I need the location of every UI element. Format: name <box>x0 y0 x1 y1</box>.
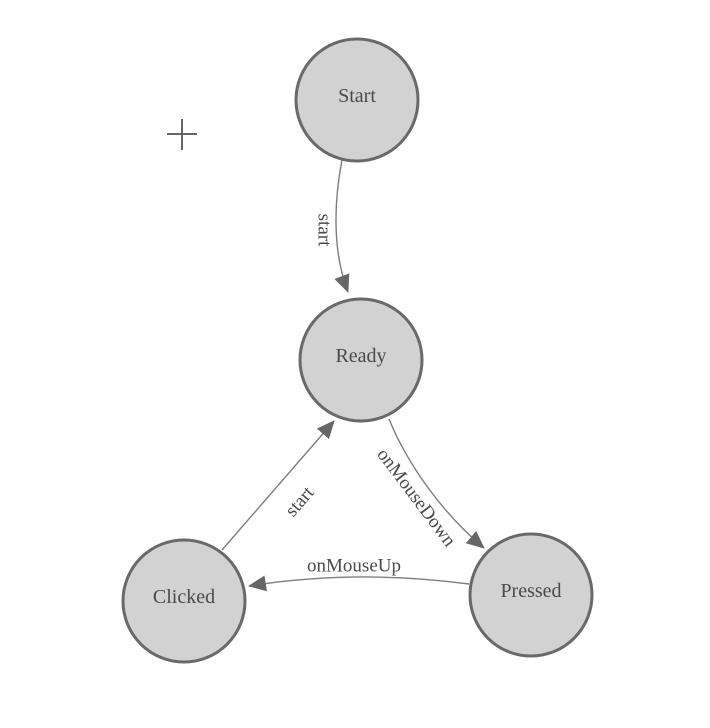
edge-label: start <box>313 214 334 247</box>
edge-pressed-to-clicked[interactable]: onMouseUp <box>248 556 470 592</box>
state-label: Start <box>338 85 376 107</box>
edge-ready-to-pressed[interactable]: onMouseDown <box>372 418 485 552</box>
node-clicked[interactable]: Clicked <box>121 538 247 664</box>
node-pressed[interactable]: Pressed <box>468 532 594 658</box>
edge-label: start <box>281 482 319 521</box>
plus-crosshair-icon <box>167 119 197 150</box>
edge-clicked-to-ready[interactable]: start <box>221 420 335 551</box>
state-label: Pressed <box>500 580 561 602</box>
node-ready[interactable]: Ready <box>298 297 424 423</box>
edge-label: onMouseDown <box>372 445 460 552</box>
state-label: Clicked <box>153 586 215 608</box>
node-start[interactable]: Start <box>294 37 420 163</box>
edge-label: onMouseUp <box>307 556 401 577</box>
edge-start-to-ready[interactable]: start <box>313 159 350 293</box>
state-label: Ready <box>335 345 386 367</box>
